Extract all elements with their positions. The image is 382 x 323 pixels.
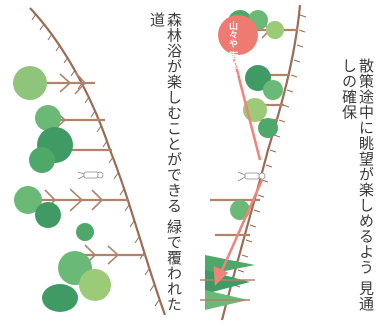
tree-canopy — [13, 66, 47, 100]
tree-canopy — [258, 118, 278, 138]
tree-canopy — [245, 65, 271, 91]
left-tree-canopies — [13, 66, 111, 312]
tree-canopy — [42, 284, 78, 312]
left-caption-line-2: 緑で覆われた道 — [148, 12, 183, 312]
left-panel-illustration — [13, 7, 167, 316]
badge-line-2: 街並み — [227, 51, 237, 79]
left-caption-line-1: 森林浴が楽しむことができる — [165, 12, 183, 214]
tree-canopy — [76, 223, 94, 241]
right-caption-line-1: 散策途中に眺望が楽しめるよう — [357, 58, 375, 275]
right-caption-line-2: 見通しの確保 — [340, 58, 375, 312]
view-arrows — [213, 22, 264, 286]
right-tree-trunks — [210, 21, 298, 267]
tree-canopy — [266, 21, 284, 39]
tree-canopy — [14, 186, 42, 214]
right-panel-illustration — [200, 4, 307, 321]
pine-tree — [205, 270, 250, 294]
tree-canopy — [230, 200, 250, 220]
left-walker-figure — [77, 171, 104, 180]
right-slope-hatch — [228, 14, 307, 303]
view-arrow-lower — [218, 179, 264, 276]
view-badge — [218, 15, 258, 55]
badge-text: 山々や 街並み — [227, 21, 237, 78]
right-walker-figure — [237, 171, 266, 182]
badge-line-1: 山々や — [227, 21, 237, 48]
tree-canopy — [263, 80, 283, 100]
tree-canopy — [35, 202, 61, 228]
left-slope-hatch — [31, 13, 160, 307]
left-caption: 森林浴が楽しむことができる 緑で覆われた道 — [148, 12, 183, 323]
tree-canopy — [29, 147, 55, 173]
tree-canopy — [79, 269, 111, 301]
view-arrow-upper — [226, 34, 262, 161]
tree-canopy — [35, 105, 61, 131]
right-caption: 散策途中に眺望が楽しめるよう 見通しの確保 — [340, 58, 375, 323]
right-pine-trees — [200, 255, 255, 310]
